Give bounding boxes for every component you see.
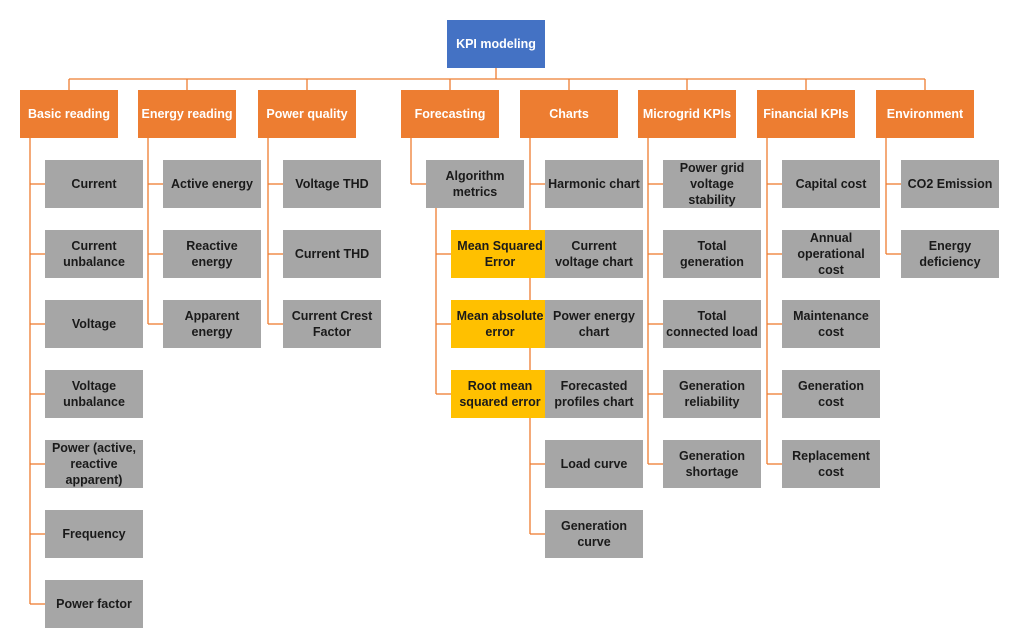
- item-active-energy: Active energy: [163, 160, 261, 208]
- subitem-mean-absolute-error: Mean absolute error: [451, 300, 549, 348]
- category-charts: Charts: [520, 90, 618, 138]
- item-generation-reliability: Generation reliability: [663, 370, 761, 418]
- item-voltage-unbalance: Voltage unbalance: [45, 370, 143, 418]
- item-generation-curve: Generation curve: [545, 510, 643, 558]
- item-replacement-cost: Replacement cost: [782, 440, 880, 488]
- item-frequency: Frequency: [45, 510, 143, 558]
- item-forecasted-profiles-chart: Forecasted profiles chart: [545, 370, 643, 418]
- item-total-connected-load: Total connected load: [663, 300, 761, 348]
- item-current-thd: Current THD: [283, 230, 381, 278]
- item-current: Current: [45, 160, 143, 208]
- item-power-grid-voltage-stability: Power grid voltage stability: [663, 160, 761, 208]
- item-apparent-energy: Apparent energy: [163, 300, 261, 348]
- item-generation-shortage: Generation shortage: [663, 440, 761, 488]
- item-reactive-energy: Reactive energy: [163, 230, 261, 278]
- category-energy-reading: Energy reading: [138, 90, 236, 138]
- item-harmonic-chart: Harmonic chart: [545, 160, 643, 208]
- item-power-active-reactive-apparent: Power (active, reactive apparent): [45, 440, 143, 488]
- subitem-root-mean-squared-error: Root mean squared error: [451, 370, 549, 418]
- category-financial-kpis: Financial KPIs: [757, 90, 855, 138]
- category-basic-reading: Basic reading: [20, 90, 118, 138]
- item-capital-cost: Capital cost: [782, 160, 880, 208]
- item-load-curve: Load curve: [545, 440, 643, 488]
- item-power-factor: Power factor: [45, 580, 143, 628]
- item-maintenance-cost: Maintenance cost: [782, 300, 880, 348]
- item-annual-operational-cost: Annual operational cost: [782, 230, 880, 278]
- category-power-quality: Power quality: [258, 90, 356, 138]
- item-energy-deficiency: Energy deficiency: [901, 230, 999, 278]
- item-current-voltage-chart: Current voltage chart: [545, 230, 643, 278]
- category-forecasting: Forecasting: [401, 90, 499, 138]
- item-algorithm-metrics: Algorithm metrics: [426, 160, 524, 208]
- item-total-generation: Total generation: [663, 230, 761, 278]
- item-power-energy-chart: Power energy chart: [545, 300, 643, 348]
- item-voltage-thd: Voltage THD: [283, 160, 381, 208]
- root-node-kpi-modeling: KPI modeling: [447, 20, 545, 68]
- category-environment: Environment: [876, 90, 974, 138]
- item-co2-emission: CO2 Emission: [901, 160, 999, 208]
- item-current-crest-factor: Current Crest Factor: [283, 300, 381, 348]
- subitem-mean-squared-error: Mean Squared Error: [451, 230, 549, 278]
- item-voltage: Voltage: [45, 300, 143, 348]
- item-current-unbalance: Current unbalance: [45, 230, 143, 278]
- category-microgrid-kpis: Microgrid KPIs: [638, 90, 736, 138]
- item-generation-cost: Generation cost: [782, 370, 880, 418]
